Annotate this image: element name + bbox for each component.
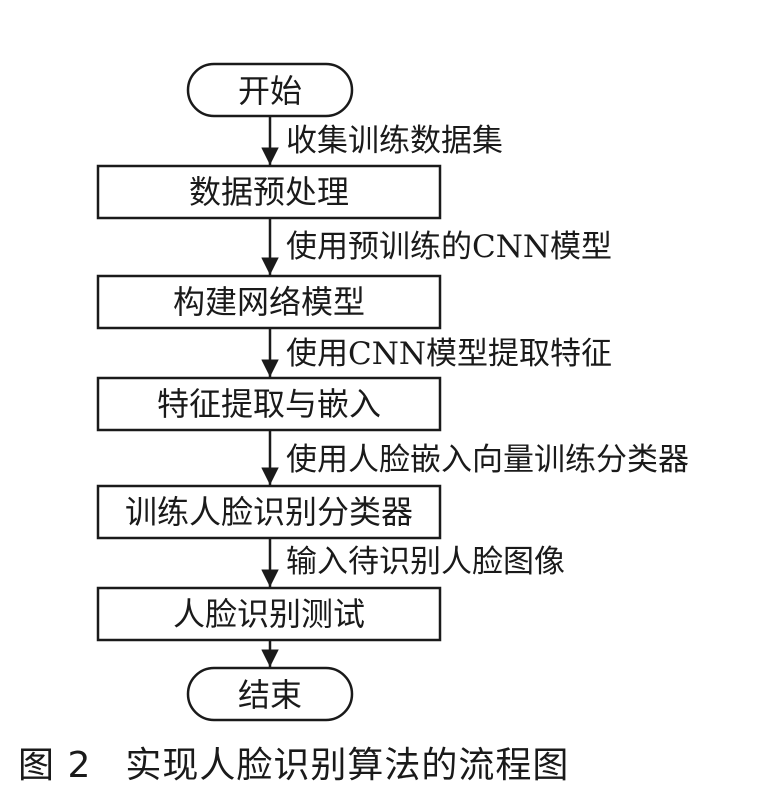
edge-label-3: 使用CNN模型提取特征 (286, 336, 612, 372)
node-build-model-shape (96, 274, 442, 330)
figure-number: 图 2 (18, 745, 92, 786)
edge-label-5: 输入待识别人脸图像 (286, 544, 565, 580)
node-data-preprocess-label: 数据预处理 (189, 173, 349, 211)
node-recognition-test-label: 人脸识别测试 (173, 595, 365, 633)
node-end-label: 结束 (238, 676, 302, 714)
node-end-shape (186, 666, 354, 722)
node-feature-extraction-shape (96, 376, 442, 432)
edge-label-1: 收集训练数据集 (286, 123, 503, 159)
figure-title: 实现人脸识别算法的流程图 (125, 745, 570, 786)
figure-caption: 图 2 实现人脸识别算法的流程图 (18, 736, 569, 788)
node-data-preprocess-shape (96, 164, 442, 220)
node-start-label: 开始 (238, 72, 302, 110)
edge-label-4: 使用人脸嵌入向量训练分类器 (286, 442, 689, 478)
edge-label-2: 使用预训练的CNN模型 (286, 229, 612, 265)
node-build-model-label: 构建网络模型 (173, 283, 365, 321)
node-train-classifier-label: 训练人脸识别分类器 (125, 493, 413, 531)
flowchart: 开始 数据预处理 构建网络模型 特征提取与嵌入 训练人脸识别分类器 人脸识别测试… (96, 62, 689, 722)
node-feature-extraction-label: 特征提取与嵌入 (157, 385, 381, 423)
